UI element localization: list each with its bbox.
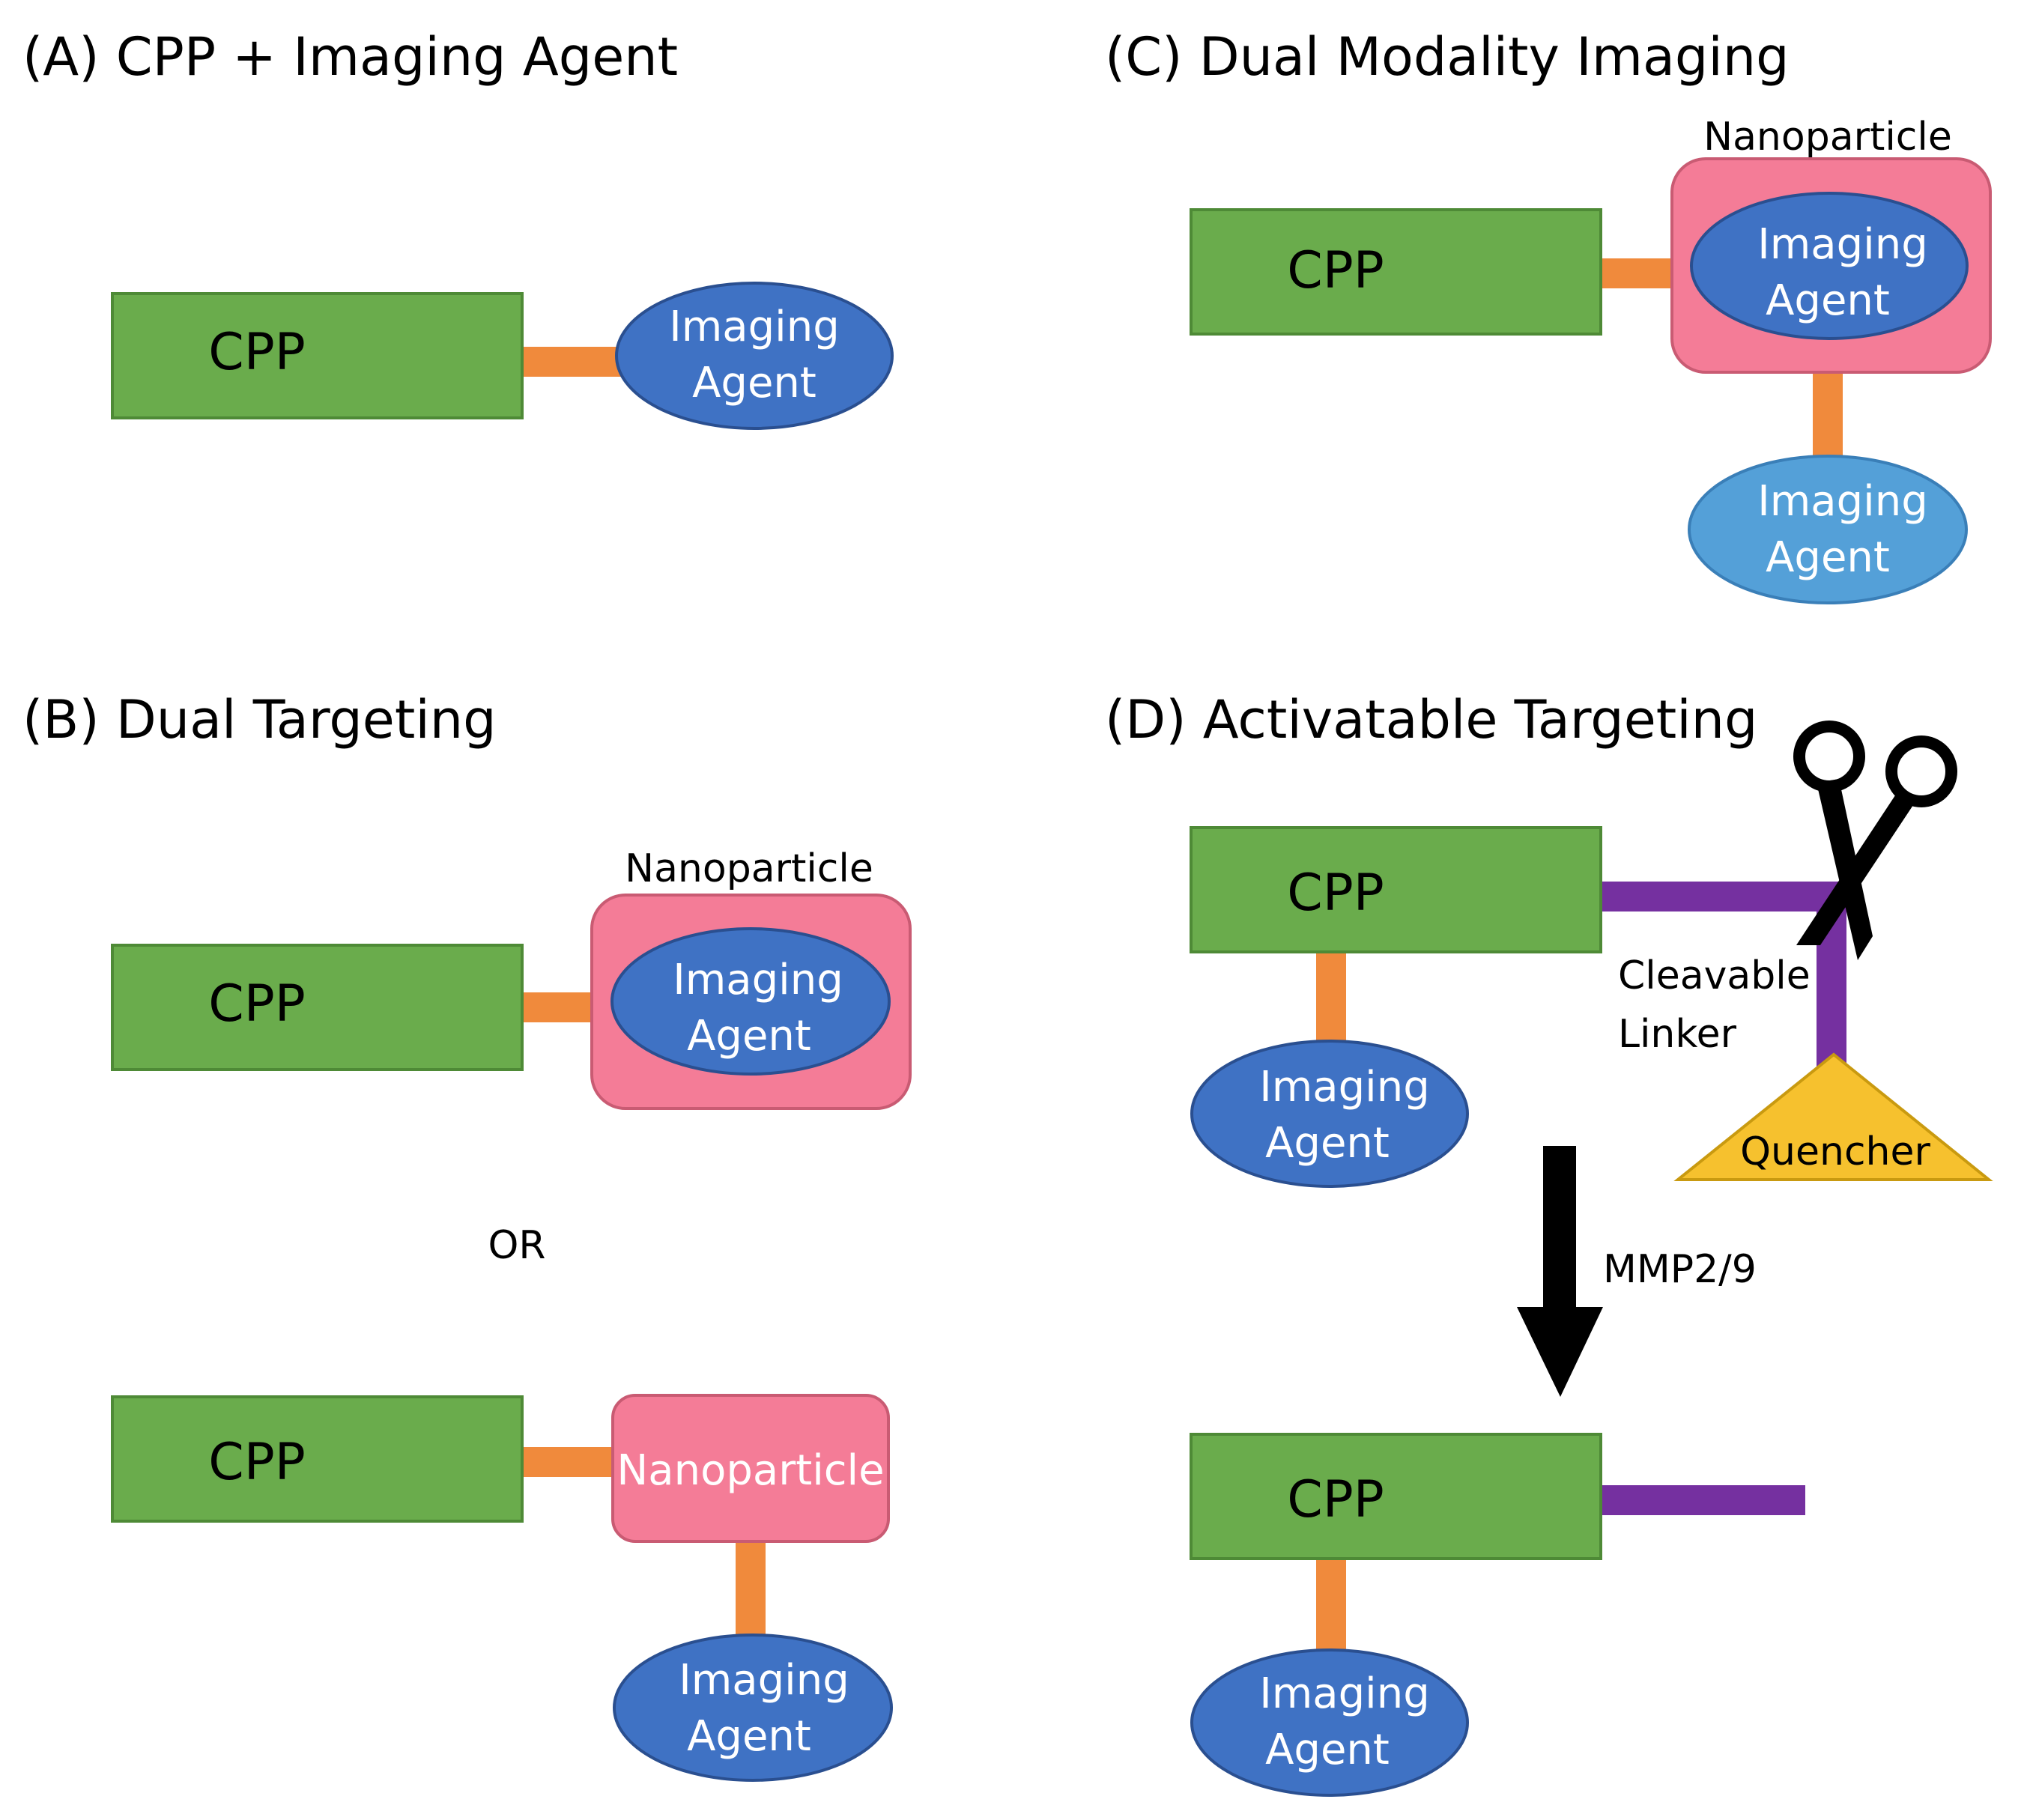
agent-d-bottom-line1: Imaging xyxy=(1259,1669,1430,1718)
panel-d-title: (D) Activatable Targeting xyxy=(1105,689,1757,750)
linker-a xyxy=(521,347,622,377)
panel-d: (D) Activatable Targeting CPP Imaging Ag… xyxy=(1105,689,1993,1797)
imaging-agent-c-inner xyxy=(1690,192,1969,340)
enzyme-label: MMP2/9 xyxy=(1603,1247,1757,1292)
imaging-agent-b-bottom xyxy=(613,1634,893,1782)
cpp-label-c: CPP xyxy=(1287,241,1384,300)
cpp-block-b-top xyxy=(111,944,524,1071)
agent-b-top-line1: Imaging xyxy=(673,956,843,1004)
agent-a-line2: Agent xyxy=(692,359,816,407)
linker-c-h xyxy=(1596,258,1670,288)
agent-b-bottom-line1: Imaging xyxy=(679,1656,849,1705)
quencher xyxy=(1673,1052,1993,1181)
agent-b-bottom-line2: Agent xyxy=(687,1712,811,1761)
linker-b-top xyxy=(521,992,596,1022)
agent-d-top-line1: Imaging xyxy=(1259,1063,1430,1111)
panel-c: (C) Dual Modality Imaging CPP Nanopartic… xyxy=(1105,26,1992,604)
agent-b-top-line2: Agent xyxy=(687,1012,811,1061)
agent-c-outer-line2: Agent xyxy=(1766,533,1890,582)
nanoparticle-b-bottom-label: Nanoparticle xyxy=(616,1446,884,1495)
cleavable-linker-label-line2: Linker xyxy=(1618,1012,1737,1057)
cpp-label-a: CPP xyxy=(208,323,306,382)
agent-c-inner-line2: Agent xyxy=(1766,276,1890,325)
linker-d-top xyxy=(1316,947,1346,1045)
cpp-label-b-bottom: CPP xyxy=(208,1433,306,1492)
down-arrow xyxy=(1517,1146,1603,1397)
scissors-icon xyxy=(1793,721,1957,960)
panel-b-title: (B) Dual Targeting xyxy=(22,689,497,750)
cpp-label-d-bottom: CPP xyxy=(1287,1470,1384,1529)
nanoparticle-caption-b: Nanoparticle xyxy=(625,846,873,891)
agent-c-inner-line1: Imaging xyxy=(1757,220,1928,269)
quencher-label: Quencher xyxy=(1740,1129,1930,1174)
imaging-agent-c-outer xyxy=(1688,455,1968,604)
panel-a-title: (A) CPP + Imaging Agent xyxy=(22,26,678,88)
panel-a: (A) CPP + Imaging Agent CPP Imaging Agen… xyxy=(22,26,894,430)
cpp-block-b-bottom xyxy=(111,1395,524,1523)
cleavable-linker-label-line1: Cleavable xyxy=(1618,953,1811,998)
agent-d-bottom-line2: Agent xyxy=(1265,1726,1390,1774)
imaging-agent-d-top xyxy=(1190,1040,1469,1188)
cpp-block-d-bottom xyxy=(1190,1433,1602,1560)
imaging-agent-a xyxy=(615,282,894,430)
cpp-block-a xyxy=(111,292,524,419)
linker-b-bottom-v xyxy=(736,1539,766,1637)
panel-b: (B) Dual Targeting CPP Nanoparticle Imag… xyxy=(22,689,912,1782)
nanoparticle-caption-c: Nanoparticle xyxy=(1703,115,1952,160)
imaging-agent-d-bottom xyxy=(1190,1648,1469,1797)
cpp-label-d-top: CPP xyxy=(1287,864,1384,923)
panel-c-title: (C) Dual Modality Imaging xyxy=(1105,26,1790,88)
agent-d-top-line2: Agent xyxy=(1265,1119,1390,1168)
nanoparticle-b-bottom xyxy=(611,1394,890,1543)
cleaved-linker-stub xyxy=(1599,1485,1805,1515)
agent-a-line1: Imaging xyxy=(669,303,840,351)
linker-d-bottom xyxy=(1316,1558,1346,1659)
linker-c-v xyxy=(1813,367,1843,461)
cpp-label-b-top: CPP xyxy=(208,974,306,1034)
cpp-block-c xyxy=(1190,208,1602,336)
cleavable-linker-h xyxy=(1599,882,1831,911)
imaging-agent-b-top xyxy=(610,927,891,1076)
agent-c-outer-line1: Imaging xyxy=(1757,477,1928,526)
linker-b-bottom-h xyxy=(521,1447,614,1477)
cpp-block-d-top xyxy=(1190,826,1602,953)
or-label: OR xyxy=(488,1223,545,1268)
